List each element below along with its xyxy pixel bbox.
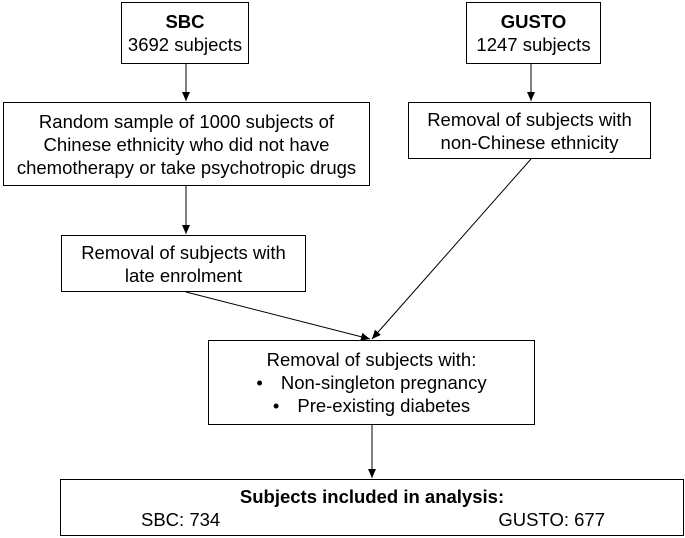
late-enrolment-removal-box: Removal of subjects with late enrolment [61,235,306,292]
final-gusto-count: GUSTO: 677 [498,508,605,530]
arrow-late-to-removal [185,291,371,341]
gusto-count: 1247 subjects [476,34,591,55]
sbc-box: SBC 3692 subjects [121,2,249,64]
late-enrolment-line-1: Removal of subjects with [81,241,286,263]
non-chinese-line-2: non-Chinese ethnicity [440,131,619,153]
final-sbc-count: SBC: 734 [141,508,221,530]
non-chinese-line-1: Removal of subjects with [427,108,632,130]
removal-bullet-non-singleton: Non-singleton pregnancy [256,371,487,394]
gusto-title: GUSTO [500,11,567,32]
final-counts-row: SBC: 734 GUSTO: 677 [61,508,683,531]
sbc-count: 3692 subjects [127,34,243,55]
final-title: Subjects included in analysis: [239,485,505,507]
sbc-title: SBC [165,11,205,32]
gusto-box: GUSTO 1247 subjects [466,2,601,64]
random-sample-box: Random sample of 1000 subjects of Chines… [3,102,370,186]
removal-criteria-box: Removal of subjects with: Non-singleton … [208,340,535,425]
random-sample-line-1: Random sample of 1000 subjects of [38,110,335,132]
final-analysis-box: Subjects included in analysis: SBC: 734 … [60,479,684,536]
non-chinese-removal-box: Removal of subjects with non-Chinese eth… [408,102,651,159]
arrow-nonchinese-to-removal [371,158,532,340]
random-sample-line-3: chemotherapy or take psychotropic drugs [16,156,357,178]
removal-bullet-diabetes: Pre-existing diabetes [273,394,470,417]
late-enrolment-line-2: late enrolment [124,264,243,286]
random-sample-line-2: Chinese ethnicity who did not have [43,133,330,155]
removal-heading: Removal of subjects with: [266,349,477,370]
